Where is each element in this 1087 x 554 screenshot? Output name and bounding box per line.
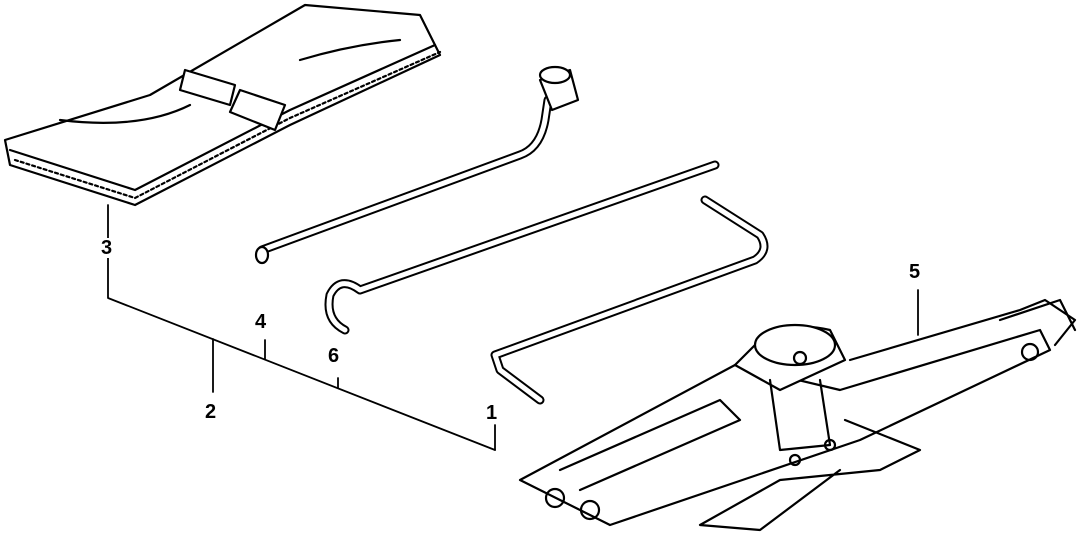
hook-bar bbox=[324, 160, 720, 335]
callout-1: 1 bbox=[485, 402, 499, 424]
jack bbox=[518, 298, 1077, 532]
callout-4: 4 bbox=[254, 311, 268, 333]
jack-handle bbox=[490, 195, 769, 405]
leader-lines bbox=[107, 204, 919, 451]
tool-bag bbox=[3, 3, 442, 207]
callout-2: 2 bbox=[204, 401, 218, 423]
wheel-wrench bbox=[254, 65, 580, 265]
callout-3: 3 bbox=[100, 237, 114, 259]
callout-5: 5 bbox=[908, 261, 922, 283]
callout-6: 6 bbox=[327, 345, 341, 367]
